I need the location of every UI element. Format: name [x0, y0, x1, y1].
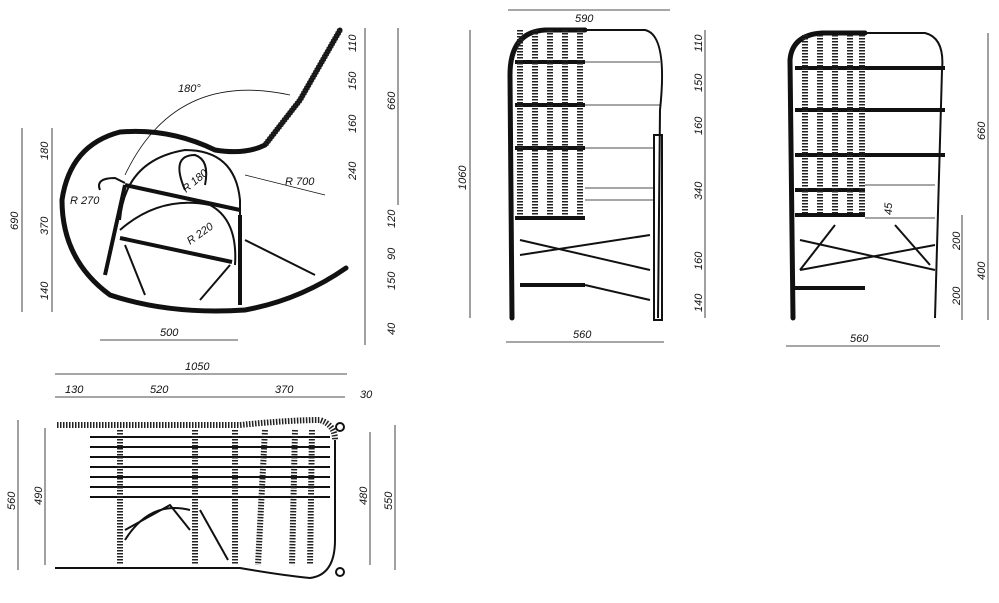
front-curl: [98, 176, 126, 191]
seat-slats: [90, 436, 330, 498]
dim-370: 370: [275, 384, 294, 396]
dim-400: 400: [976, 261, 988, 280]
front-leg: [103, 184, 127, 276]
right-leg: [653, 134, 663, 321]
dim-480: 480: [358, 486, 370, 505]
dim-370: 370: [39, 216, 51, 235]
front-view: 590 1060 110 150 160: [457, 9, 706, 343]
svg-text:160: 160: [693, 116, 705, 135]
angle-label: 180°: [178, 83, 201, 95]
dim-550: 550: [383, 491, 395, 510]
svg-text:160: 160: [693, 251, 705, 270]
dim-140: 140: [39, 281, 51, 300]
cross-strut: [124, 244, 146, 296]
angle-arc: [124, 89, 291, 176]
top-view: 1050 130 520 370 30: [6, 361, 396, 580]
small-loop: [178, 153, 208, 191]
seat-arc: [119, 201, 237, 266]
dim-560-top: 560: [6, 491, 18, 510]
armrest-loop: [119, 148, 241, 305]
legs-wrapped: [117, 429, 315, 566]
side-view: 180° R 700 R 180 R 270 R 220 110 150 160…: [9, 27, 399, 345]
front-right-dims: 110 150 160 340 160 140: [693, 34, 705, 312]
side-right-dims: 110 150 160 240 120 90 150 40 660: [347, 34, 398, 335]
dim-45: 45: [883, 202, 895, 215]
right-frame: [865, 32, 944, 319]
dim-130: 130: [65, 384, 84, 396]
svg-text:150: 150: [347, 71, 359, 90]
lower-rail: [119, 236, 233, 264]
radius-700: R 700: [285, 176, 315, 188]
left-frame: [787, 30, 868, 321]
dim-1050: 1050: [185, 361, 210, 373]
svg-text:160: 160: [347, 114, 359, 133]
radius-220: R 220: [185, 220, 217, 247]
dim-560-rear: 560: [850, 333, 869, 345]
svg-text:340: 340: [693, 181, 705, 200]
seat-rail: [124, 183, 241, 212]
svg-text:90: 90: [386, 247, 398, 260]
rear-weave: [795, 35, 945, 217]
svg-text:660: 660: [386, 91, 398, 110]
svg-text:240: 240: [347, 161, 359, 181]
svg-text:110: 110: [347, 34, 359, 52]
rear-view: 45 660 200 200 400 560: [786, 30, 989, 347]
bottom-rail: [55, 440, 336, 580]
svg-text:40: 40: [386, 322, 398, 335]
radius-270: R 270: [70, 195, 100, 207]
dim-500: 500: [160, 327, 179, 339]
dim-490: 490: [33, 486, 45, 505]
dim-1060: 1060: [457, 165, 469, 190]
dim-180: 180: [39, 141, 51, 160]
dim-560-front: 560: [573, 329, 592, 341]
dim-590: 590: [575, 13, 594, 25]
rocker-frame: [59, 27, 349, 314]
back-weave: [515, 30, 585, 220]
dim-660-rear: 660: [976, 121, 988, 140]
dim-200-upper: 200: [951, 231, 963, 251]
dim-200-lower: 200: [951, 286, 963, 306]
dim-30: 30: [360, 389, 373, 401]
right-frame: [585, 29, 664, 319]
svg-text:150: 150: [693, 73, 705, 92]
svg-text:120: 120: [386, 209, 398, 228]
cross-strut-2: [199, 264, 231, 301]
dim-520: 520: [150, 384, 169, 396]
svg-text:150: 150: [386, 271, 398, 290]
svg-text:140: 140: [693, 293, 705, 312]
dim-690: 690: [9, 211, 21, 230]
svg-text:110: 110: [693, 34, 705, 52]
back-strut: [244, 239, 316, 276]
